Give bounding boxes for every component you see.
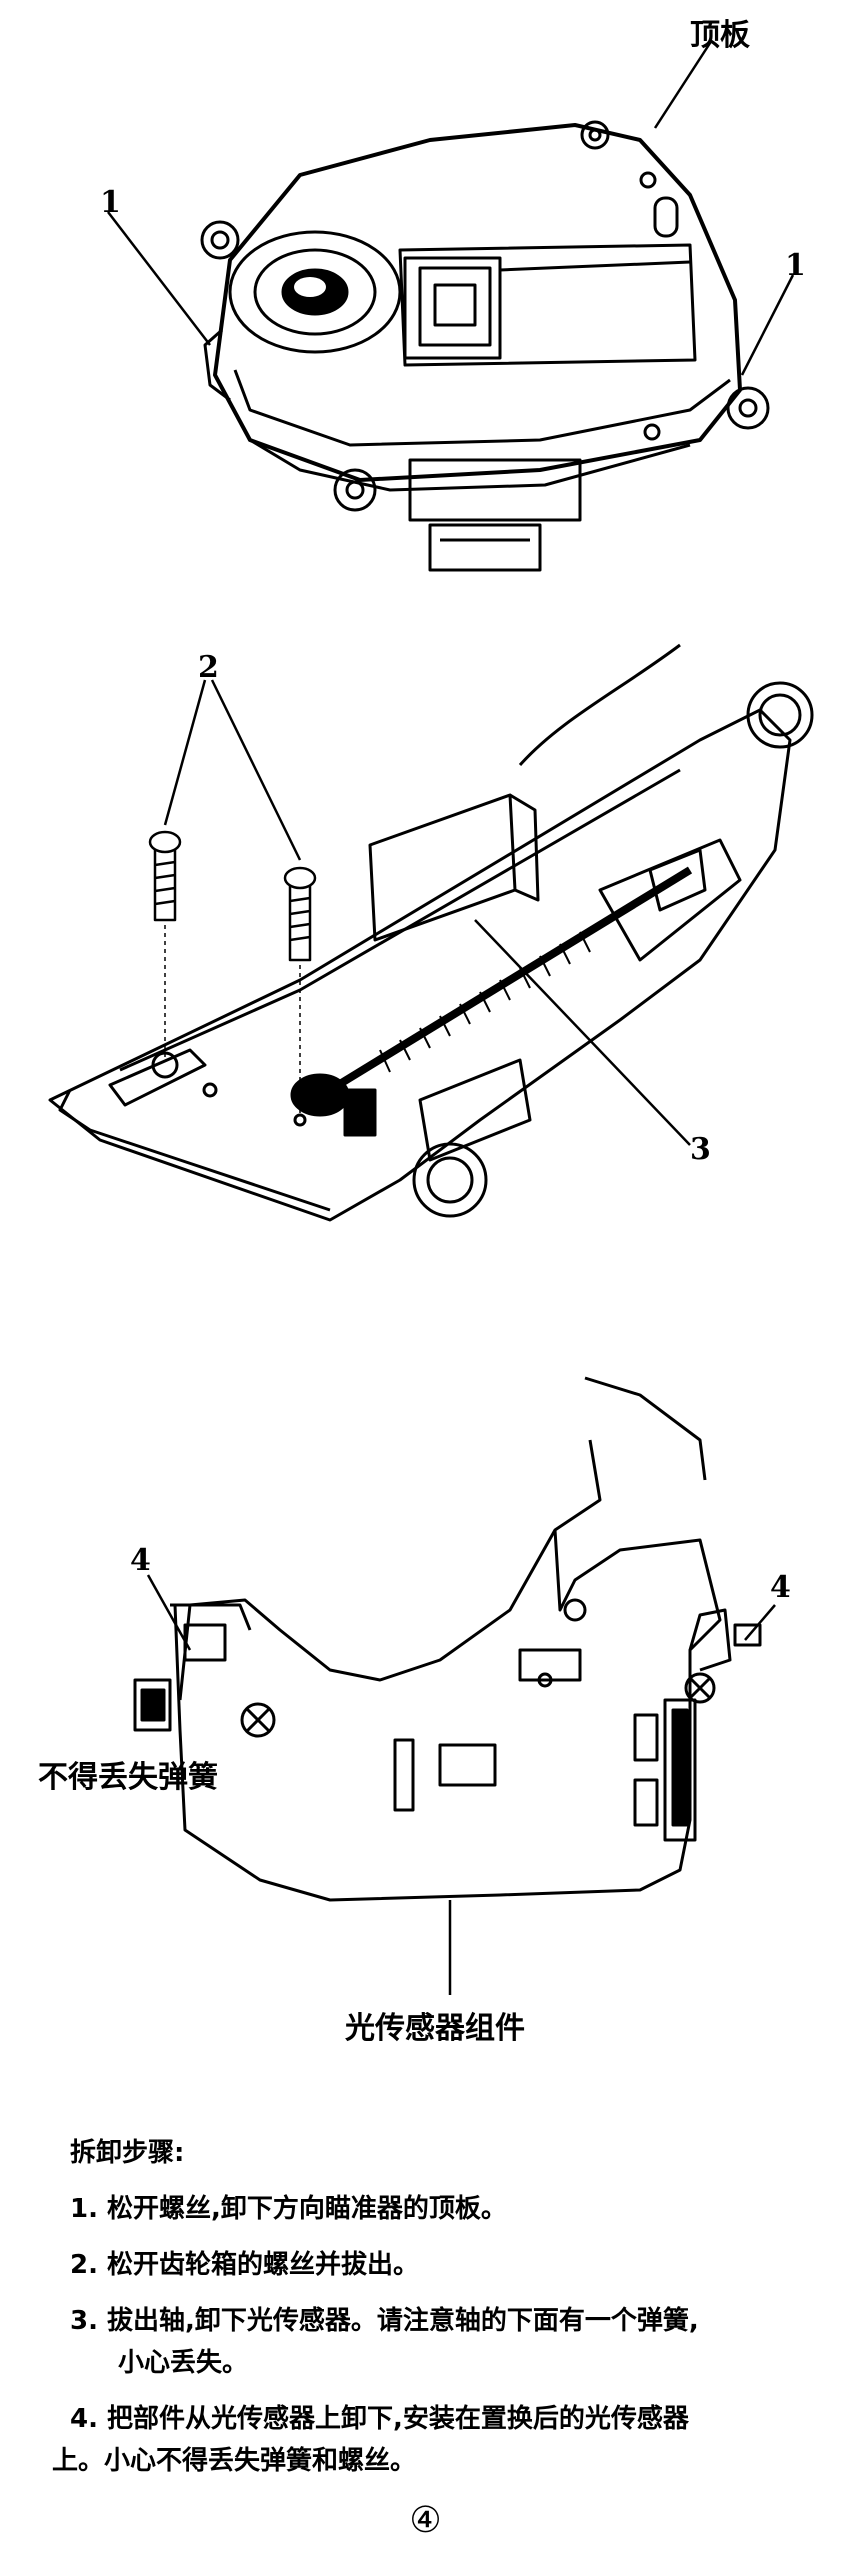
callout-4-right: 4 <box>770 1570 791 1605</box>
figure-2-gearbox-shaft <box>48 643 814 1222</box>
callout-2: 2 <box>198 650 219 685</box>
assembly-label: 光传感器组件 <box>345 2011 525 2046</box>
callout-1-right: 1 <box>785 248 806 283</box>
callout-4-left: 4 <box>130 1543 151 1578</box>
callout-3: 3 <box>690 1132 711 1167</box>
figure-3-sensor-assembly <box>133 1376 776 1995</box>
step-3: 3. 拔出轴,卸下光传感器。请注意轴的下面有一个弹簧, <box>70 2306 699 2336</box>
steps-heading: 拆卸步骤: <box>70 2138 185 2168</box>
step-3-cont: 小心丢失。 <box>118 2348 249 2378</box>
disassembly-steps: 拆卸步骤: 1. 松开螺丝,卸下方向瞄准器的顶板。 2. 松开齿轮箱的螺丝并拔出… <box>52 2132 830 2482</box>
label-top-plate: 顶板 <box>690 18 750 53</box>
step-1: 1. 松开螺丝,卸下方向瞄准器的顶板。 <box>70 2194 507 2224</box>
step-4: 4. 把部件从光传感器上卸下,安装在置换后的光传感器 <box>70 2404 689 2434</box>
step-2: 2. 松开齿轮箱的螺丝并拔出。 <box>70 2250 420 2280</box>
step-4-cont: 上。小心不得丢失弹簧和螺丝。 <box>52 2446 417 2476</box>
page-number: ④ <box>409 2500 442 2541</box>
figure-1-pickup-top-plate <box>107 39 795 572</box>
spring-note: 不得丢失弹簧 <box>38 1760 218 1795</box>
callout-1-left: 1 <box>100 185 121 220</box>
